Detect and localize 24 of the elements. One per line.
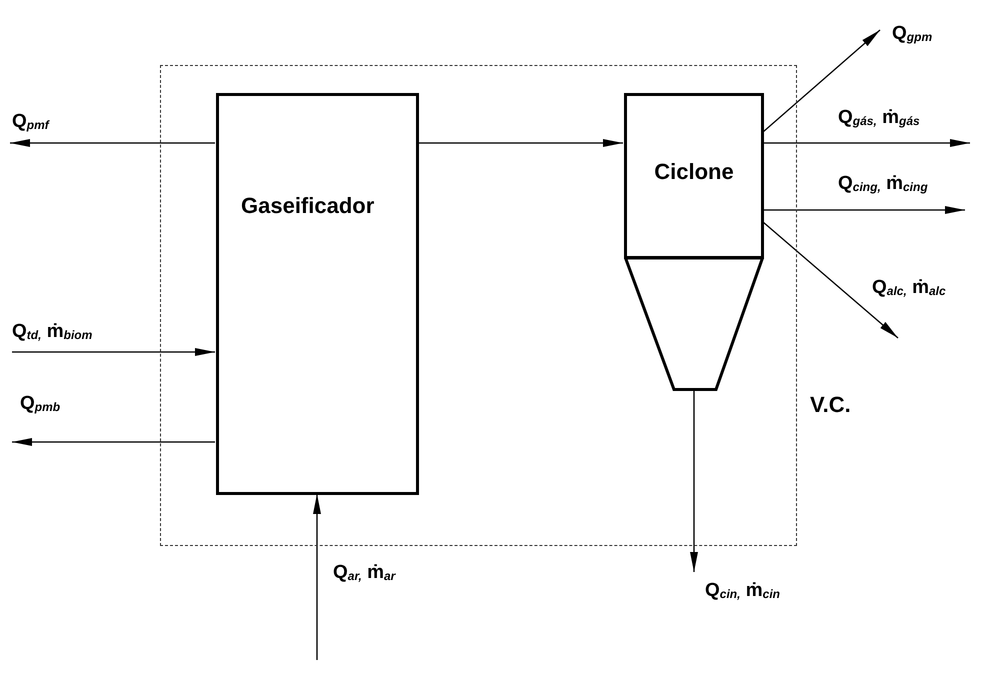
edge-label: Q$_{pmf}$ (12, 112, 49, 133)
edge-label: Q$_{td,}$ ṁ$_{biom}$ (12, 322, 92, 343)
gasifier-box (216, 93, 419, 495)
arrow (12, 348, 215, 356)
edge-label: Q$_{cin,}$ ṁ$_{cin}$ (705, 581, 780, 602)
arrow (763, 206, 965, 214)
cyclone-drawing (624, 93, 764, 391)
arrow (418, 139, 623, 147)
arrow (10, 139, 215, 147)
arrow (762, 222, 898, 338)
arrow (690, 390, 698, 572)
node-label: Gaseificador (241, 193, 374, 219)
arrow (313, 494, 321, 660)
edge-label: Q$_{gás,}$ ṁ$_{gás}$ (838, 108, 920, 129)
boundary-label: V.C. (810, 392, 851, 418)
node-label: Ciclone (653, 159, 735, 185)
edge-label: Q$_{gpm}$ (892, 24, 932, 45)
arrow (763, 139, 970, 147)
arrow (762, 30, 880, 132)
edge-label: Q$_{alc,}$ ṁ$_{alc}$ (872, 278, 946, 299)
arrow (12, 438, 215, 446)
edge-label: Q$_{pmb}$ (20, 394, 60, 415)
edge-label: Q$_{ar,}$ ṁ$_{ar}$ (333, 563, 396, 584)
edge-label: Q$_{cing,}$ ṁ$_{cing}$ (838, 174, 928, 195)
